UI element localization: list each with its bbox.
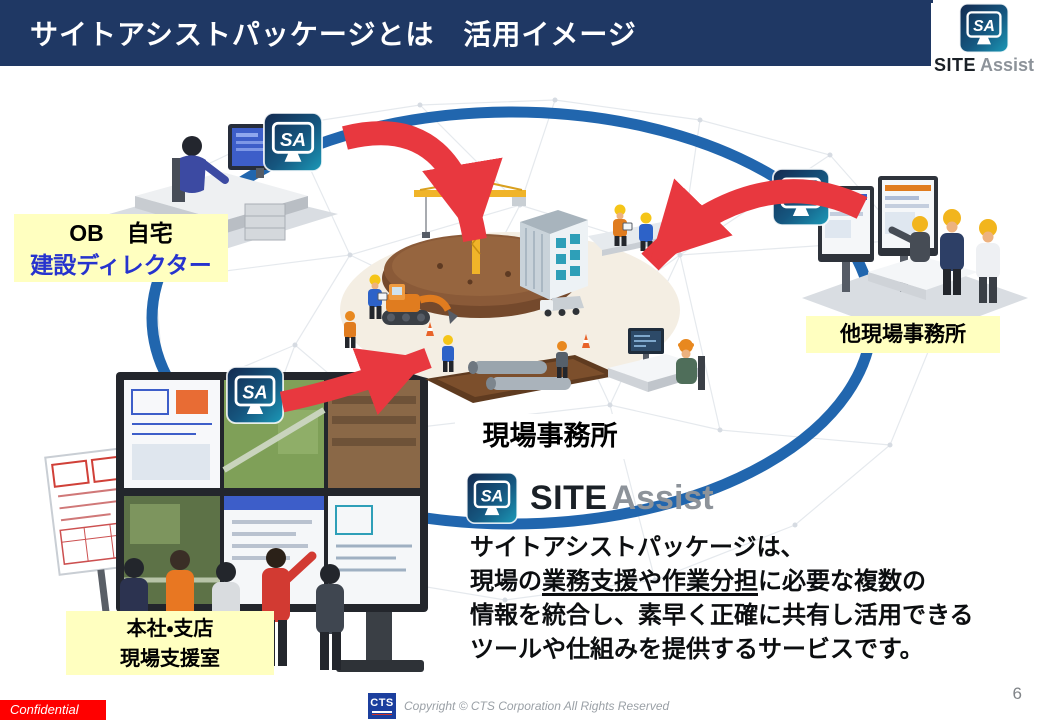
brand-assist-text: Assist bbox=[979, 55, 1035, 75]
hq-branch-line2: 現場支援室 bbox=[120, 648, 220, 670]
dump-truck bbox=[540, 296, 584, 317]
ob-home-line1: OB 自宅 bbox=[69, 220, 173, 246]
copyright-text: Copyright © CTS Corporation All Rights R… bbox=[404, 699, 670, 713]
red-arrow-from-other-site bbox=[641, 178, 868, 271]
description-line-3: 情報を統合し、素早く正確に共有し活用できる bbox=[470, 602, 974, 629]
hq-branch-line1: 本社・支店 bbox=[126, 618, 214, 640]
service-description: サイトアシストパッケージは、 現場の業務支援や作業分担に必要な複数の 情報を統合… bbox=[470, 531, 1015, 667]
connection-arrows bbox=[279, 121, 868, 416]
sa-badge-icon bbox=[226, 366, 284, 424]
excavator bbox=[382, 284, 458, 325]
brand-assist-text: Assist bbox=[611, 478, 714, 517]
site-office-desk bbox=[608, 328, 705, 392]
building-under-construction bbox=[520, 210, 588, 300]
sa-badge-icon bbox=[263, 112, 323, 172]
slide-title: サイトアシストパッケージとは 活用イメージ bbox=[30, 19, 637, 50]
other-site-office-illustration bbox=[772, 168, 1028, 340]
description-line-2-underlined: 業務支援や作業分担 bbox=[542, 568, 758, 595]
cts-logo: CTS bbox=[368, 693, 396, 719]
label-other-site-office: 他現場事務所 bbox=[806, 316, 1000, 353]
cts-logo-divider bbox=[372, 710, 392, 713]
slide-header: サイトアシストパッケージとは 活用イメージ bbox=[0, 0, 933, 66]
seated-person bbox=[172, 136, 229, 202]
standing-workers bbox=[888, 209, 1000, 303]
red-arrow-from-hq bbox=[279, 348, 432, 416]
confidential-badge: Confidential bbox=[0, 700, 106, 720]
description-line-4: ツールや仕組みを提供するサービスです。 bbox=[470, 636, 924, 663]
site-workers bbox=[344, 204, 653, 378]
red-arrow-from-ob bbox=[342, 121, 503, 243]
page-number: 6 bbox=[1012, 684, 1022, 703]
ob-home-line2: 建設ディレクター bbox=[30, 252, 212, 278]
brand-site-text: SITE bbox=[530, 478, 608, 517]
cts-logo-accent bbox=[372, 713, 392, 716]
description-line-2-post: に必要な複数の bbox=[758, 568, 926, 595]
label-hq-branch: 本社・支店 現場支援室 bbox=[66, 611, 274, 675]
description-line-2-pre: 現場の bbox=[470, 568, 542, 595]
label-ob-home: OB 自宅 建設ディレクター bbox=[14, 214, 228, 282]
cts-logo-text: CTS bbox=[370, 696, 394, 709]
description-line-1: サイトアシストパッケージは、 bbox=[470, 534, 805, 561]
label-site-office: 現場事務所 bbox=[455, 414, 645, 459]
description-line-2: 現場の業務支援や作業分担に必要な複数の bbox=[470, 565, 1015, 599]
brand-site-text: SITE bbox=[933, 55, 976, 75]
hq-video-wall-illustration bbox=[44, 366, 428, 672]
site-assist-icon bbox=[466, 472, 518, 524]
site-assist-icon bbox=[959, 3, 1009, 53]
